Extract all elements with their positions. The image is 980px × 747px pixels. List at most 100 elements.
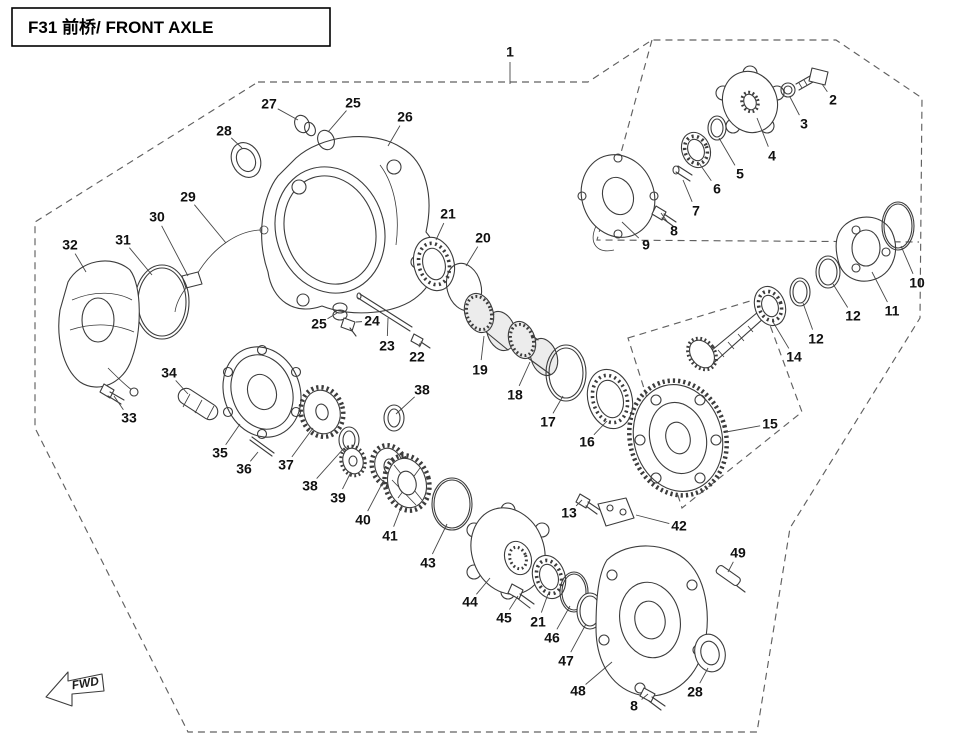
leader-line-23 [386, 317, 389, 337]
bolt-45 [507, 583, 535, 609]
leader-line-11 [871, 271, 888, 303]
part-number-7: 7 [692, 203, 700, 219]
leader-line-16 [593, 420, 608, 436]
part-number-24: 24 [364, 313, 380, 329]
bearing-14 [753, 285, 787, 327]
part-number-40: 40 [355, 512, 371, 528]
part-number-12: 12 [845, 308, 861, 324]
breather-fitting-49 [715, 565, 746, 593]
bevel-gear-37 [298, 384, 346, 440]
leader-line-44 [476, 577, 491, 595]
leader-line-32 [74, 253, 87, 273]
leader-line-43 [431, 523, 448, 555]
spider-gear-39 [339, 444, 367, 478]
leader-line-20 [465, 246, 479, 267]
leader-line-25 [327, 110, 347, 133]
part-number-43: 43 [420, 555, 436, 571]
leader-line-8 [660, 212, 669, 224]
leader-line-27 [277, 108, 299, 121]
part-number-15: 15 [762, 416, 778, 432]
shim-plate-42 [597, 497, 635, 527]
pin-36 [249, 436, 275, 457]
part-number-8: 8 [630, 698, 638, 714]
part-number-33: 33 [121, 410, 137, 426]
part-number-25: 25 [345, 95, 361, 111]
part-number-17: 17 [540, 414, 556, 430]
gasket-11 [835, 216, 896, 282]
leader-line-17 [552, 395, 564, 414]
o-ring-10 [881, 201, 915, 251]
leader-line-47 [570, 623, 587, 653]
part-number-22: 22 [409, 349, 425, 365]
hub-group-boundary [596, 39, 920, 243]
callout-layer: 1234567891011121214151617181920212223242… [62, 44, 925, 714]
washer-5 [707, 115, 727, 141]
leader-line-38 [395, 396, 415, 415]
part-number-30: 30 [149, 209, 165, 225]
leader-line-8 [641, 693, 649, 700]
part-number-19: 19 [472, 362, 488, 378]
gearcase-housing [261, 136, 437, 314]
part-number-28: 28 [216, 123, 232, 139]
part-number-16: 16 [579, 434, 595, 450]
part-number-20: 20 [475, 230, 491, 246]
part-number-3: 3 [800, 116, 808, 132]
part-number-21: 21 [440, 206, 456, 222]
leader-line-26 [387, 125, 401, 147]
breather-bolt-24 [340, 317, 357, 337]
o-ring-31 [134, 264, 190, 340]
leader-line-38 [316, 447, 345, 479]
part-number-35: 35 [212, 445, 228, 461]
oil-seal-28-lower [694, 633, 726, 673]
leader-line-12 [802, 302, 814, 330]
leader-line-21 [435, 222, 445, 241]
leader-line-46 [556, 605, 571, 630]
part-number-38: 38 [414, 382, 430, 398]
part-number-5: 5 [736, 166, 744, 182]
o-ring-46 [559, 571, 589, 613]
bolt-8-hub [651, 205, 677, 227]
leader-line-14 [772, 321, 790, 349]
part-number-31: 31 [115, 232, 131, 248]
ring-gear-pinion-15 [627, 303, 769, 498]
part-number-10: 10 [909, 275, 925, 291]
fwd-arrow: FWD [45, 671, 105, 707]
part-number-45: 45 [496, 610, 512, 626]
assembly-boundary [34, 39, 923, 733]
part-number-13: 13 [561, 505, 577, 521]
bolt-33 [99, 383, 125, 405]
output-flange-44 [466, 502, 550, 600]
dowel-shaft-34 [177, 387, 219, 421]
part-number-4: 4 [768, 148, 776, 164]
part-number-6: 6 [713, 181, 721, 197]
part-number-41: 41 [382, 528, 398, 544]
fwd-label: FWD [71, 674, 101, 693]
part-number-37: 37 [278, 457, 294, 473]
part-number-12: 12 [808, 331, 824, 347]
part-number-26: 26 [397, 109, 413, 125]
bearing-16 [586, 368, 634, 430]
part-number-48: 48 [570, 683, 586, 699]
stud-7 [672, 165, 693, 182]
hub-carrier-9 [577, 153, 659, 252]
hub-flange-4 [715, 65, 785, 134]
leader-line-28 [230, 137, 243, 149]
part-number-42: 42 [671, 518, 687, 534]
leader-line-3 [789, 96, 800, 116]
leader-line-33 [113, 395, 124, 410]
washer-3 [780, 82, 796, 98]
leader-line-10 [900, 245, 914, 275]
leader-line-30 [161, 225, 189, 277]
leader-line-7 [682, 179, 693, 202]
circlip-25-upper [317, 129, 335, 151]
leader-line-18 [518, 361, 531, 387]
part-number-11: 11 [885, 303, 900, 319]
leader-line-25 [327, 312, 338, 320]
bolt-22 [410, 333, 431, 349]
part-number-44: 44 [462, 594, 478, 610]
leader-line-31 [129, 247, 153, 276]
part-number-2: 2 [829, 92, 837, 108]
shim-43 [431, 477, 473, 531]
